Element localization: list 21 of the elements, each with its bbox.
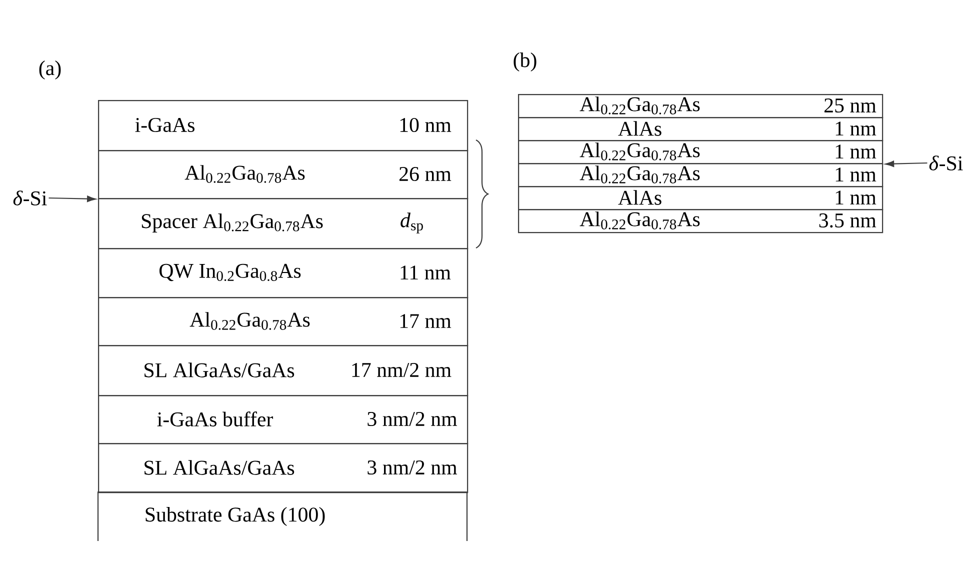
dopant-label: δ-Si [13,190,47,206]
layer-box: Al$_{0.22}$Ga$_{0.78}$As 26 nm [98,150,468,200]
layer-box: Substrate GaAs (100) [97,491,468,541]
layer-box: AlAs 1 nm [518,117,884,142]
dopant-label: δ-Si [929,156,963,170]
arrow [885,160,928,167]
layer-box: Al$_{0.22}$Ga$_{0.78}$As 1 nm [518,140,884,164]
panel-label: (b) [514,52,536,72]
layer-box: i-GaAs 10 nm [98,100,468,152]
layer-box: Al$_{0.22}$Ga$_{0.78}$As 1 nm [518,163,884,188]
panel-label: (a) [39,60,61,80]
layer-box: AlAs 1 nm [518,186,884,210]
layer-box: SL AlGaAs/GaAs 3 nm/2 nm [98,443,468,494]
layer-box: Spacer Al$_{0.22}$Ga$_{0.78}$As d$_{sp}$ [98,198,468,250]
layer-box: Al$_{0.22}$Ga$_{0.78}$As 3.5 nm [518,209,884,234]
layer-box: SL AlGaAs/GaAs 17 nm/2 nm [98,345,468,396]
arrow [48,196,96,202]
layer-box: Al$_{0.22}$Ga$_{0.78}$As 25 nm [518,94,884,118]
layer-box: QW In$_{0.2}$Ga$_{0.8}$As 11 nm [98,248,468,298]
layer-box: Al$_{0.22}$Ga$_{0.78}$As 17 nm [98,297,468,346]
layer-box: i-GaAs buffer 3 nm/2 nm [98,395,468,444]
